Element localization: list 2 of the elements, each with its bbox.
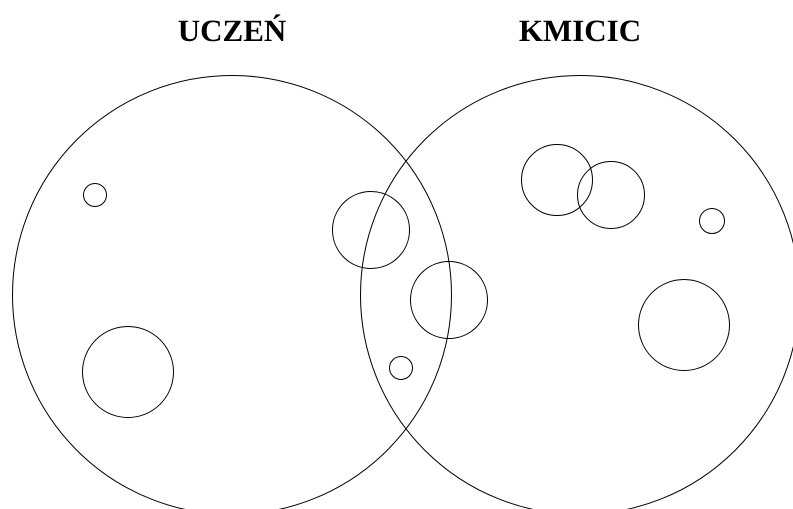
circle-heading: KMICIC [518,13,642,49]
circle-heading: UCZEŃ [178,13,286,49]
